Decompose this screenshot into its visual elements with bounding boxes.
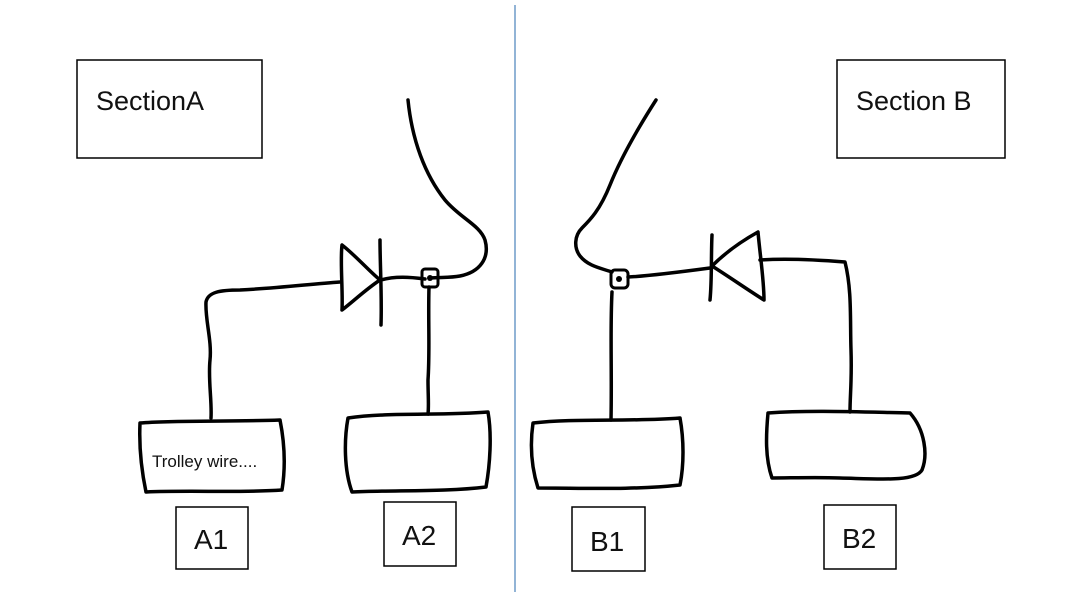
section-a-title-box — [76, 59, 263, 159]
section-a1-label-box — [175, 506, 249, 570]
section-a-diode-triangle — [339, 243, 382, 312]
section-b-junction — [609, 268, 630, 290]
section-a: SectionA Trolley wire.... A1 — [76, 59, 492, 570]
section-a-trolley-wire — [406, 98, 488, 280]
section-b: Section B B1 B2 — [529, 59, 1006, 572]
section-b-feed-wire — [758, 257, 854, 414]
section-a1-device-box — [138, 418, 286, 494]
section-b1-label-box — [571, 506, 646, 572]
section-b1-device-box — [529, 416, 685, 491]
section-a-junction-dot — [427, 275, 433, 281]
section-a-diode-bar — [378, 238, 384, 327]
section-a1-label: A1 — [194, 524, 228, 555]
section-b-trolley-wire — [574, 98, 658, 274]
section-a-drop-wire — [426, 285, 431, 416]
section-a-feed-wire — [204, 280, 342, 420]
section-a2-device-box — [343, 410, 492, 494]
section-b-diode-lead — [626, 266, 712, 279]
section-a-title: SectionA — [96, 86, 204, 116]
section-a2-label: A2 — [402, 520, 436, 551]
section-b-junction-dot — [616, 276, 622, 282]
section-b-title: Section B — [856, 86, 972, 116]
section-b2-label-box — [823, 504, 897, 570]
section-b-diode-triangle — [710, 230, 766, 302]
section-b1-label: B1 — [590, 526, 624, 557]
section-a1-device-text: Trolley wire.... — [152, 452, 257, 471]
section-b-drop-wire — [609, 290, 614, 422]
section-a-diode-lead — [379, 275, 427, 282]
section-b-title-box — [836, 59, 1006, 159]
section-b2-label: B2 — [842, 523, 876, 554]
section-a2-label-box — [383, 501, 457, 567]
section-b2-device-box — [764, 409, 927, 481]
